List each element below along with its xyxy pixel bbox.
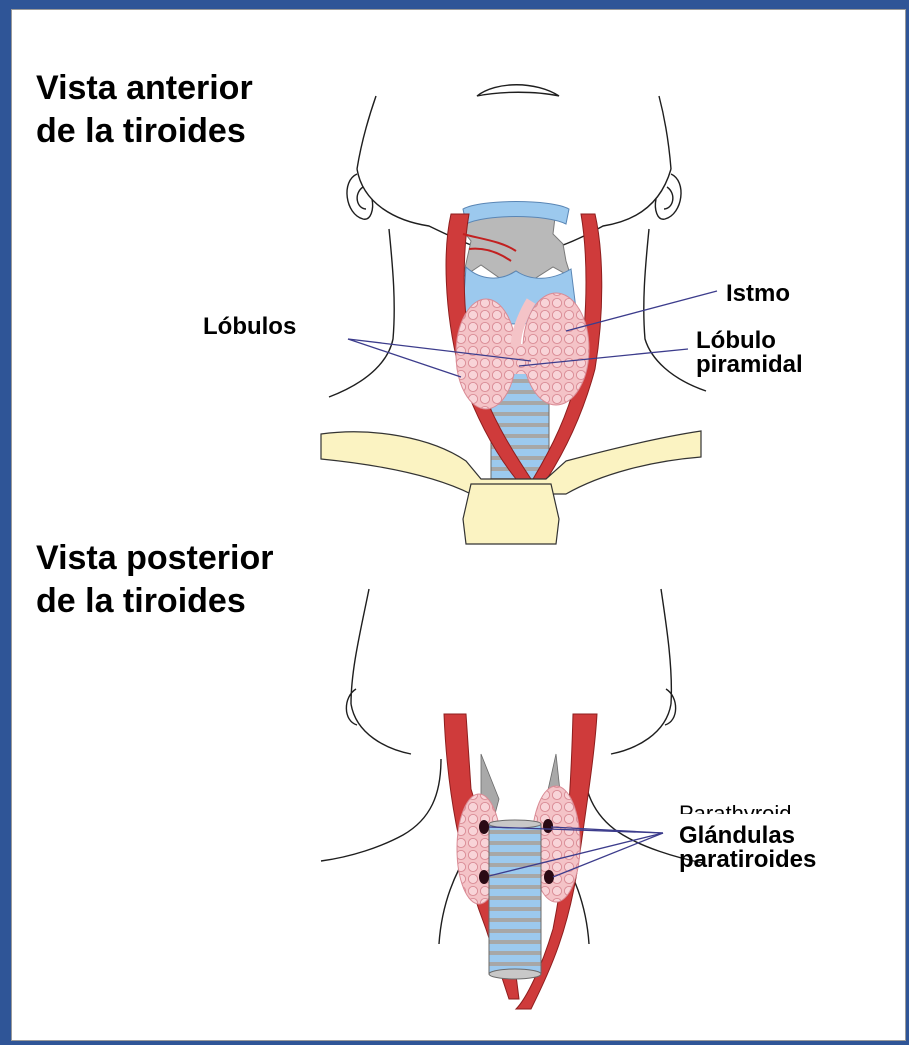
label-pyramidal-line1: Lóbulo (696, 329, 803, 353)
label-isthmus: Istmo (726, 282, 790, 306)
posterior-trachea (489, 824, 541, 974)
label-parathyroid-ghost: Parathyroid (679, 801, 792, 814)
label-glands-line2: paratiroides (679, 848, 816, 872)
anterior-sternum (463, 484, 559, 544)
posterior-title: Vista posterior de la tiroides (36, 537, 273, 623)
anterior-title-line2: de la tiroides (36, 110, 253, 153)
diagram-canvas: Vista anterior de la tiroides Lóbulos Is… (11, 9, 906, 1041)
posterior-title-line2: de la tiroides (36, 580, 273, 623)
label-pyramidal-lobe: Lóbulo piramidal (696, 329, 803, 377)
label-pyramidal-line2: piramidal (696, 353, 803, 377)
anterior-title-line1: Vista anterior (36, 67, 253, 110)
thyroid-illustration (11, 9, 906, 1041)
label-parathyroid-glands: Glándulas paratiroides (679, 824, 816, 872)
anterior-title: Vista anterior de la tiroides (36, 67, 253, 153)
label-glands-line1: Glándulas (679, 824, 816, 848)
posterior-trachea-bottom (489, 969, 541, 979)
posterior-title-line1: Vista posterior (36, 537, 273, 580)
label-lobes: Lóbulos (203, 315, 296, 339)
